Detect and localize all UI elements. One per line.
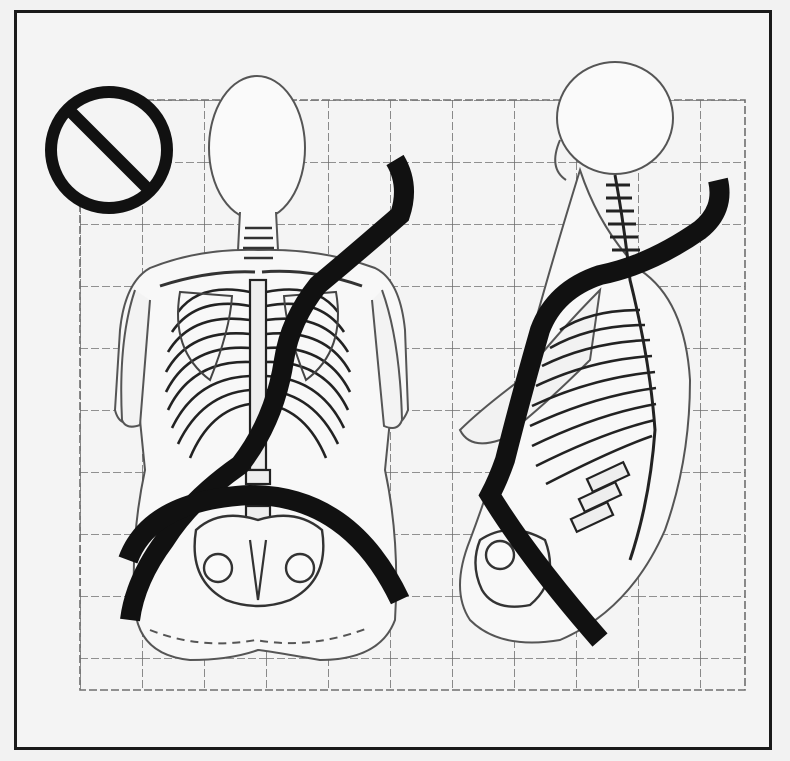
prohibition-icon <box>51 92 167 208</box>
